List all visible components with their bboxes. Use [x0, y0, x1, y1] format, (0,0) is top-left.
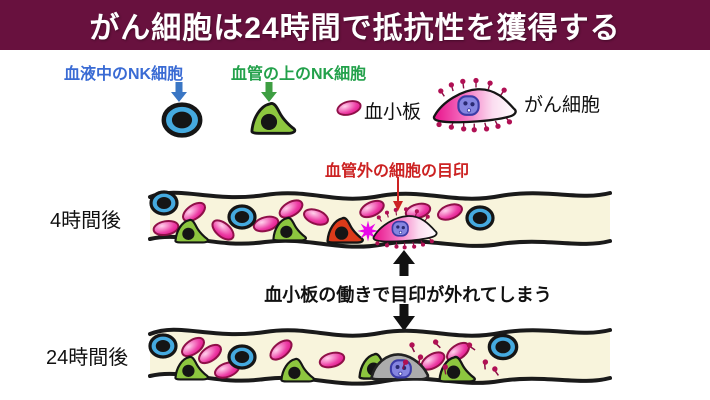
extravascular-marker-label: 血管外の細胞の目印 — [325, 163, 470, 180]
cancer-cell-icon — [432, 76, 517, 134]
nk-blood-cell — [148, 333, 178, 359]
nk-blood-cell — [465, 205, 495, 231]
time-label-24h: 24時間後 — [46, 347, 129, 369]
down-arrow-icon — [393, 304, 415, 331]
marker-pointer-line — [393, 177, 403, 211]
green-down-arrow-icon — [261, 82, 277, 102]
blood-vessel-4h — [148, 190, 612, 251]
legend-nk-vessel-label: 血管の上のNK細胞 — [231, 66, 367, 83]
nk-cell-in-blood-icon — [164, 105, 200, 136]
blue-down-arrow-icon — [171, 82, 187, 102]
title-bar: がん細胞は24時間で抵抗性を獲得する — [0, 0, 710, 50]
nk-blood-cell — [227, 344, 257, 370]
platelet-icon — [334, 97, 364, 119]
nk-blood-cell — [149, 190, 179, 216]
legend-platelet-label: 血小板 — [364, 102, 422, 123]
nk-blood-cell — [487, 333, 519, 361]
blood-vessel-24h — [148, 327, 612, 386]
legend-cancer-label: がん細胞 — [524, 95, 601, 116]
page-title: がん細胞は24時間で抵抗性を獲得する — [89, 12, 621, 45]
legend-nk-blood-label: 血液中のNK細胞 — [64, 66, 184, 83]
up-arrow-icon — [393, 250, 415, 276]
platelet-action-caption: 血小板の働きで目印が外れてしまう — [264, 285, 552, 305]
time-label-4h: 4時間後 — [50, 210, 122, 232]
nk-cell-on-vessel-icon — [250, 101, 297, 135]
nk-blood-cell — [227, 204, 257, 230]
